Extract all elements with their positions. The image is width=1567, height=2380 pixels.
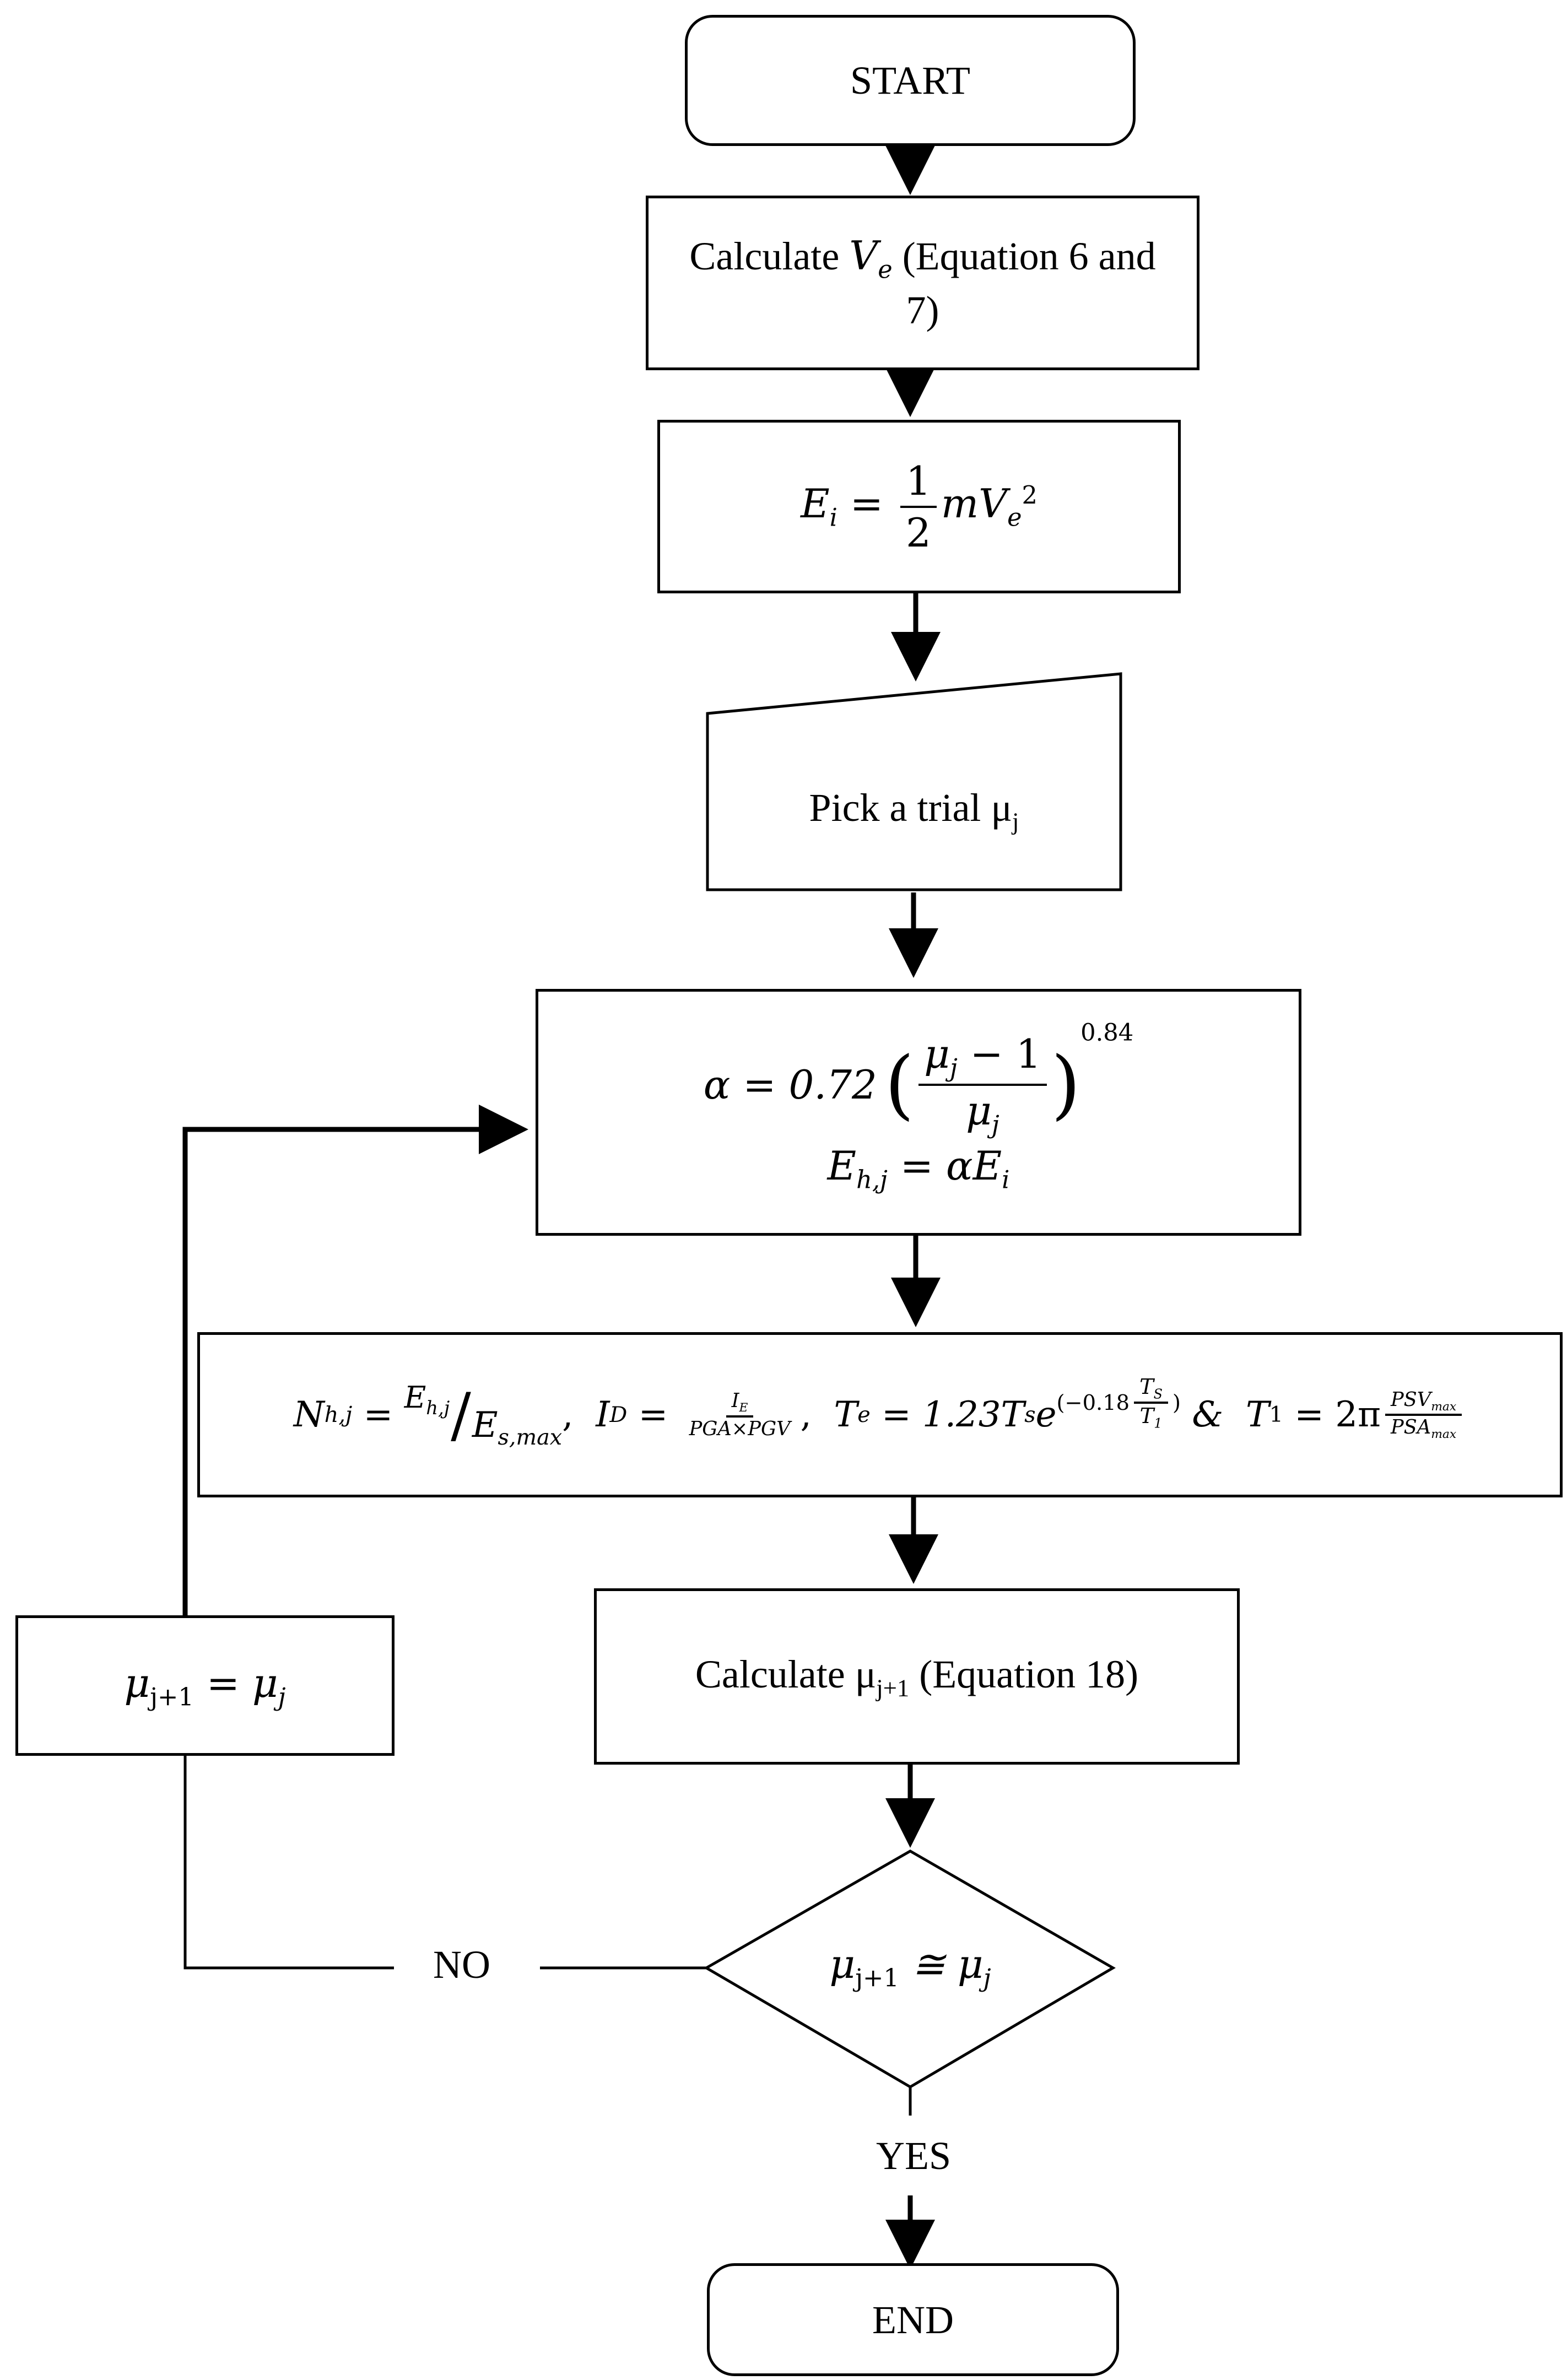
trial-input-step: Pick a trial μj	[707, 733, 1121, 887]
no-label: NO	[423, 1942, 500, 1988]
update-mu-step: μj+1 = μj	[15, 1615, 395, 1756]
end-label: END	[872, 2297, 954, 2342]
start-terminal: START	[685, 15, 1136, 146]
end-terminal: END	[707, 2263, 1119, 2376]
decision-step: μj+1 ≅ μj	[771, 1928, 1049, 2005]
trial-input-shape	[706, 672, 1122, 891]
update-mu-equation: μj+1 = μj	[124, 1659, 286, 1712]
hysteretic-energy-equation: Eh,j = αEi	[827, 1142, 1010, 1194]
arrow-update-to-alpha	[182, 1105, 528, 1615]
yes-label: YES	[866, 2133, 961, 2179]
calculate-next-mu-text: Calculate μj+1 (Equation 18)	[695, 1652, 1139, 1702]
decision-diamond	[704, 1849, 1116, 2089]
decision-condition: μj+1 ≅ μj	[829, 1941, 991, 1993]
trial-text: Pick a trial μj	[809, 785, 1019, 835]
start-label: START	[850, 58, 970, 102]
connector-no-left	[183, 1756, 394, 1970]
calculate-next-mu-step: Calculate μj+1 (Equation 18)	[594, 1588, 1240, 1765]
